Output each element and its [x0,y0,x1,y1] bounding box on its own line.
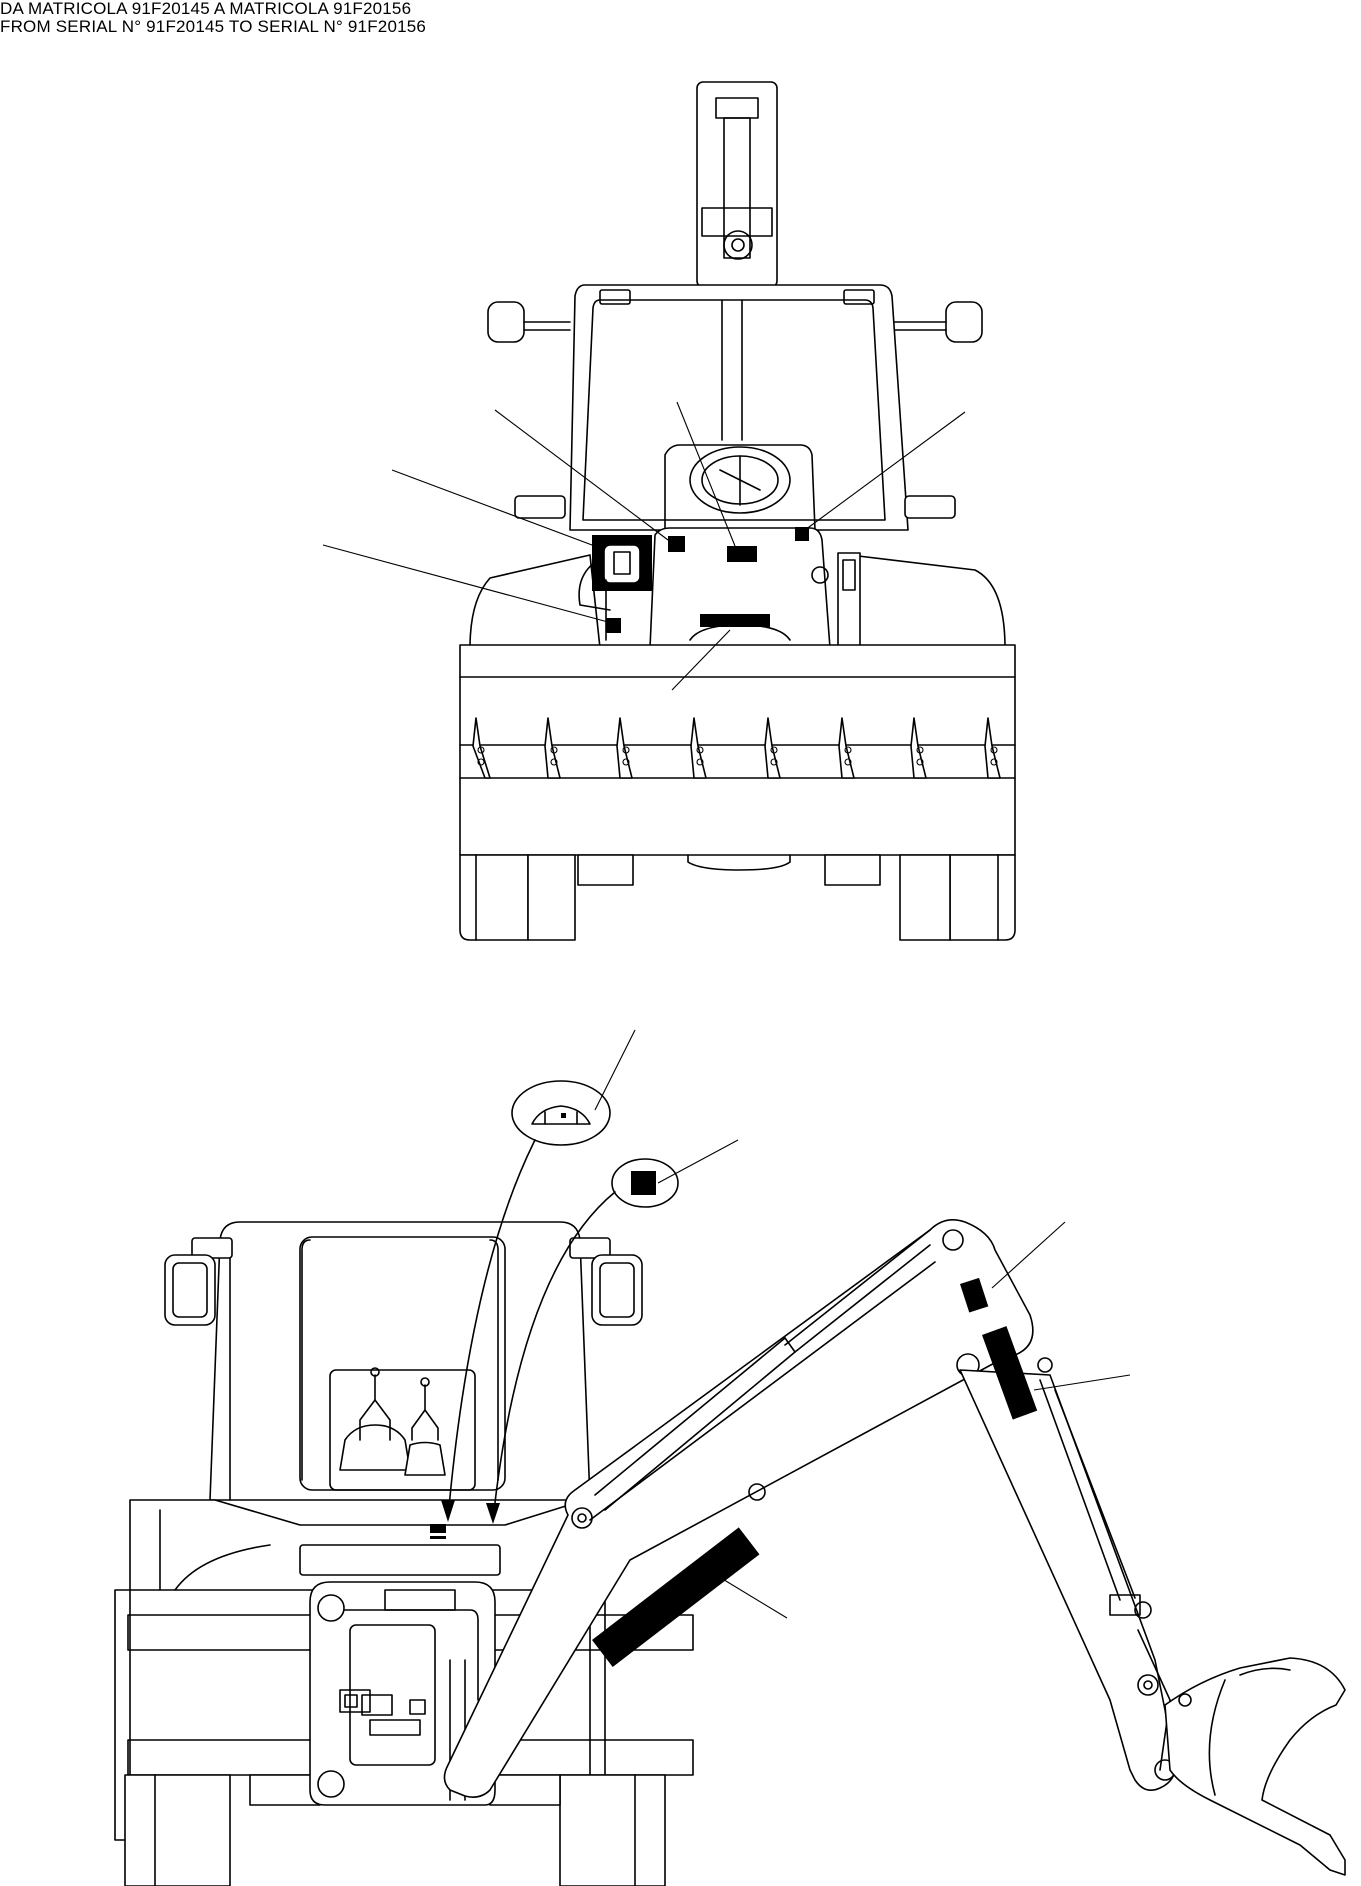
front-backhoe-arm [696,81,778,288]
decal-marker-seat-front [430,1524,446,1533]
front-engine-hood [469,527,1006,649]
rear-excavator-bucket [1164,1657,1346,1876]
decal-marker-arm-small [960,1277,989,1313]
front-loader-bucket [459,644,1016,856]
rear-backhoe-boom [443,1219,1053,1798]
decal-marker-cab-left [668,536,685,552]
decal-marker-arm-long [982,1326,1038,1420]
decal-marker-filter [606,618,621,633]
arrow-pointer-right [486,1503,500,1524]
decal-marker-seat-front-stripe [430,1536,446,1539]
bucket-teeth [472,717,1001,779]
rear-leader-lines [594,1029,1131,1619]
front-decal-markers [606,527,809,633]
decal-marker-hood [700,614,770,627]
rear-view [114,1029,1346,1886]
detail-callouts [441,1080,679,1524]
front-steering-wheel [664,444,816,531]
decal-marker-dash-center [727,546,757,562]
serial-header: DA MATRICOLA 91F20145 A MATRICOLA 91F201… [0,0,426,36]
rear-cab [164,1221,643,1501]
rear-dipper-arm [959,1369,1177,1791]
serial-range-italian: DA MATRICOLA 91F20145 A MATRICOLA 91F201… [0,0,412,18]
serial-range-english: FROM SERIAL N° 91F20145 TO SERIAL N° 91F… [0,17,427,36]
decal-marker-cab-right [795,527,809,541]
front-view [322,81,1016,941]
front-wheels [459,854,1016,941]
arrow-pointer-left [441,1500,455,1522]
front-cab [487,284,983,531]
front-leader-lines [322,401,966,691]
rear-decal-markers [430,1277,1038,1667]
rear-body [114,1499,694,1886]
decal-marker-boom-large [592,1527,760,1667]
